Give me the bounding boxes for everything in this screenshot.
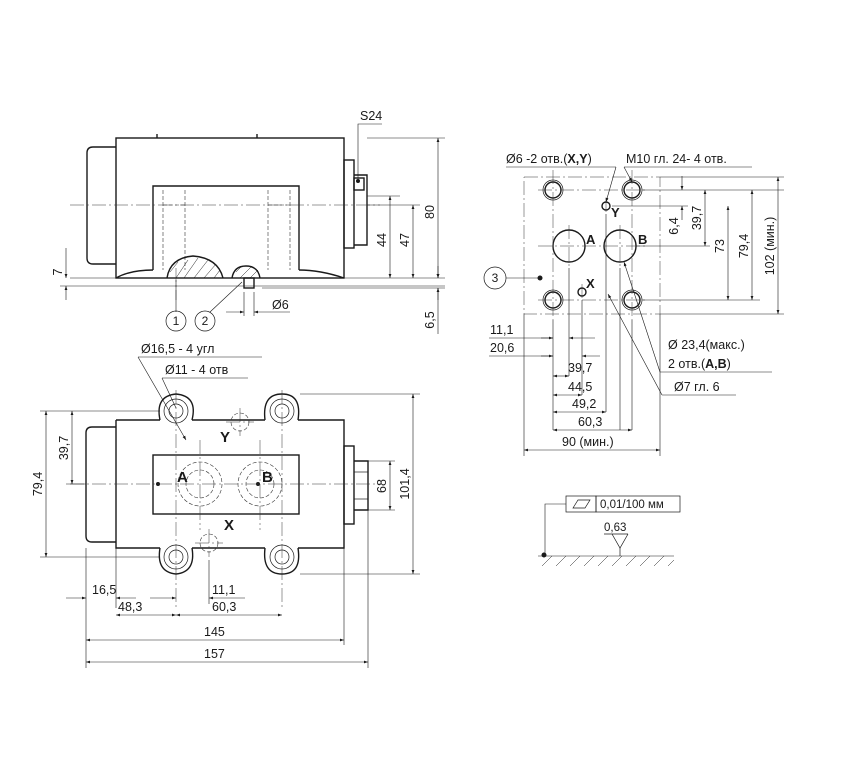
diameter-6-label: Ø6 — [272, 298, 289, 312]
surface-spec: 0,01/100 мм 0,63 — [538, 495, 681, 567]
dim-101-4-label: 101,4 — [398, 468, 412, 499]
diameter-7-label: Ø7 гл. 6 — [674, 380, 720, 394]
dim-39-7-label: 39,7 — [57, 436, 71, 460]
face-dim-102-label: 102 (мин.) — [763, 217, 777, 276]
face-dim-90-label: 90 (мин.) — [562, 435, 614, 449]
face-dim-11-1-label: 11,1 — [490, 323, 513, 337]
face-dim-6-4-label: 6,4 — [667, 217, 681, 234]
wrench-size-label: S24 — [360, 109, 382, 123]
holes-xy-label: Ø6 -2 отв.(X,Y) — [506, 152, 592, 166]
top-port-y-label: Y — [220, 429, 230, 446]
height-47-label: 47 — [398, 233, 412, 247]
dim-68-label: 68 — [375, 479, 389, 493]
height-80-label: 80 — [423, 205, 437, 219]
height-7-label: 7 — [51, 268, 65, 275]
height-44-label: 44 — [375, 233, 389, 247]
face-dim-39-7-h-label: 39,7 — [568, 361, 592, 375]
height-6-5-label: 6,5 — [423, 311, 437, 328]
face-port-b-label: B — [638, 232, 647, 247]
callout-3: 3 — [492, 271, 499, 285]
dim-60-3-label: 60,3 — [212, 600, 236, 614]
top-view: Ø16,5 - 4 угл Ø11 - 4 отв A B Y X 79,4 3… — [31, 342, 420, 668]
dim-79-4-label: 79,4 — [31, 472, 45, 496]
holes-ab-label: 2 отв.(A,B) — [668, 357, 731, 371]
holes-16-5-label: Ø16,5 - 4 угл — [141, 342, 214, 356]
face-dim-49-2-label: 49,2 — [572, 397, 596, 411]
top-port-a-label: A — [177, 469, 188, 486]
face-port-a-label: A — [586, 232, 596, 247]
flatness-label: 0,01/100 мм — [600, 499, 664, 511]
top-port-x-label: X — [224, 517, 234, 534]
dim-16-5-label: 16,5 — [92, 583, 116, 597]
top-port-b-label: B — [262, 469, 273, 486]
face-port-x-label: X — [586, 276, 595, 291]
face-dim-60-3-label: 60,3 — [578, 415, 602, 429]
callout-2: 2 — [202, 314, 209, 328]
face-dim-44-5-label: 44,5 — [568, 380, 592, 394]
diameter-23-4-label: Ø 23,4(макс.) — [668, 338, 745, 352]
dim-48-3-label: 48,3 — [118, 600, 142, 614]
callout-1: 1 — [173, 314, 180, 328]
holes-11-label: Ø11 - 4 отв — [165, 363, 229, 377]
dim-11-1-label: 11,1 — [212, 583, 235, 597]
thread-label: M10 гл. 24- 4 отв. — [626, 152, 727, 166]
side-view: S24 80 47 44 6,5 7 Ø6 1 2 — [51, 109, 445, 334]
face-dim-20-6-label: 20,6 — [490, 341, 514, 355]
face-dim-79-4-label: 79,4 — [737, 234, 751, 258]
face-dim-73-label: 73 — [713, 239, 727, 253]
mounting-face-view: Ø6 -2 отв.(X,Y) M10 гл. 24- 4 отв. A B Y… — [483, 152, 784, 456]
dim-157-label: 157 — [204, 647, 225, 661]
roughness-label: 0,63 — [604, 522, 626, 534]
face-port-y-label: Y — [611, 205, 620, 220]
face-dim-39-7-label: 39,7 — [690, 206, 704, 230]
dim-145-label: 145 — [204, 625, 225, 639]
